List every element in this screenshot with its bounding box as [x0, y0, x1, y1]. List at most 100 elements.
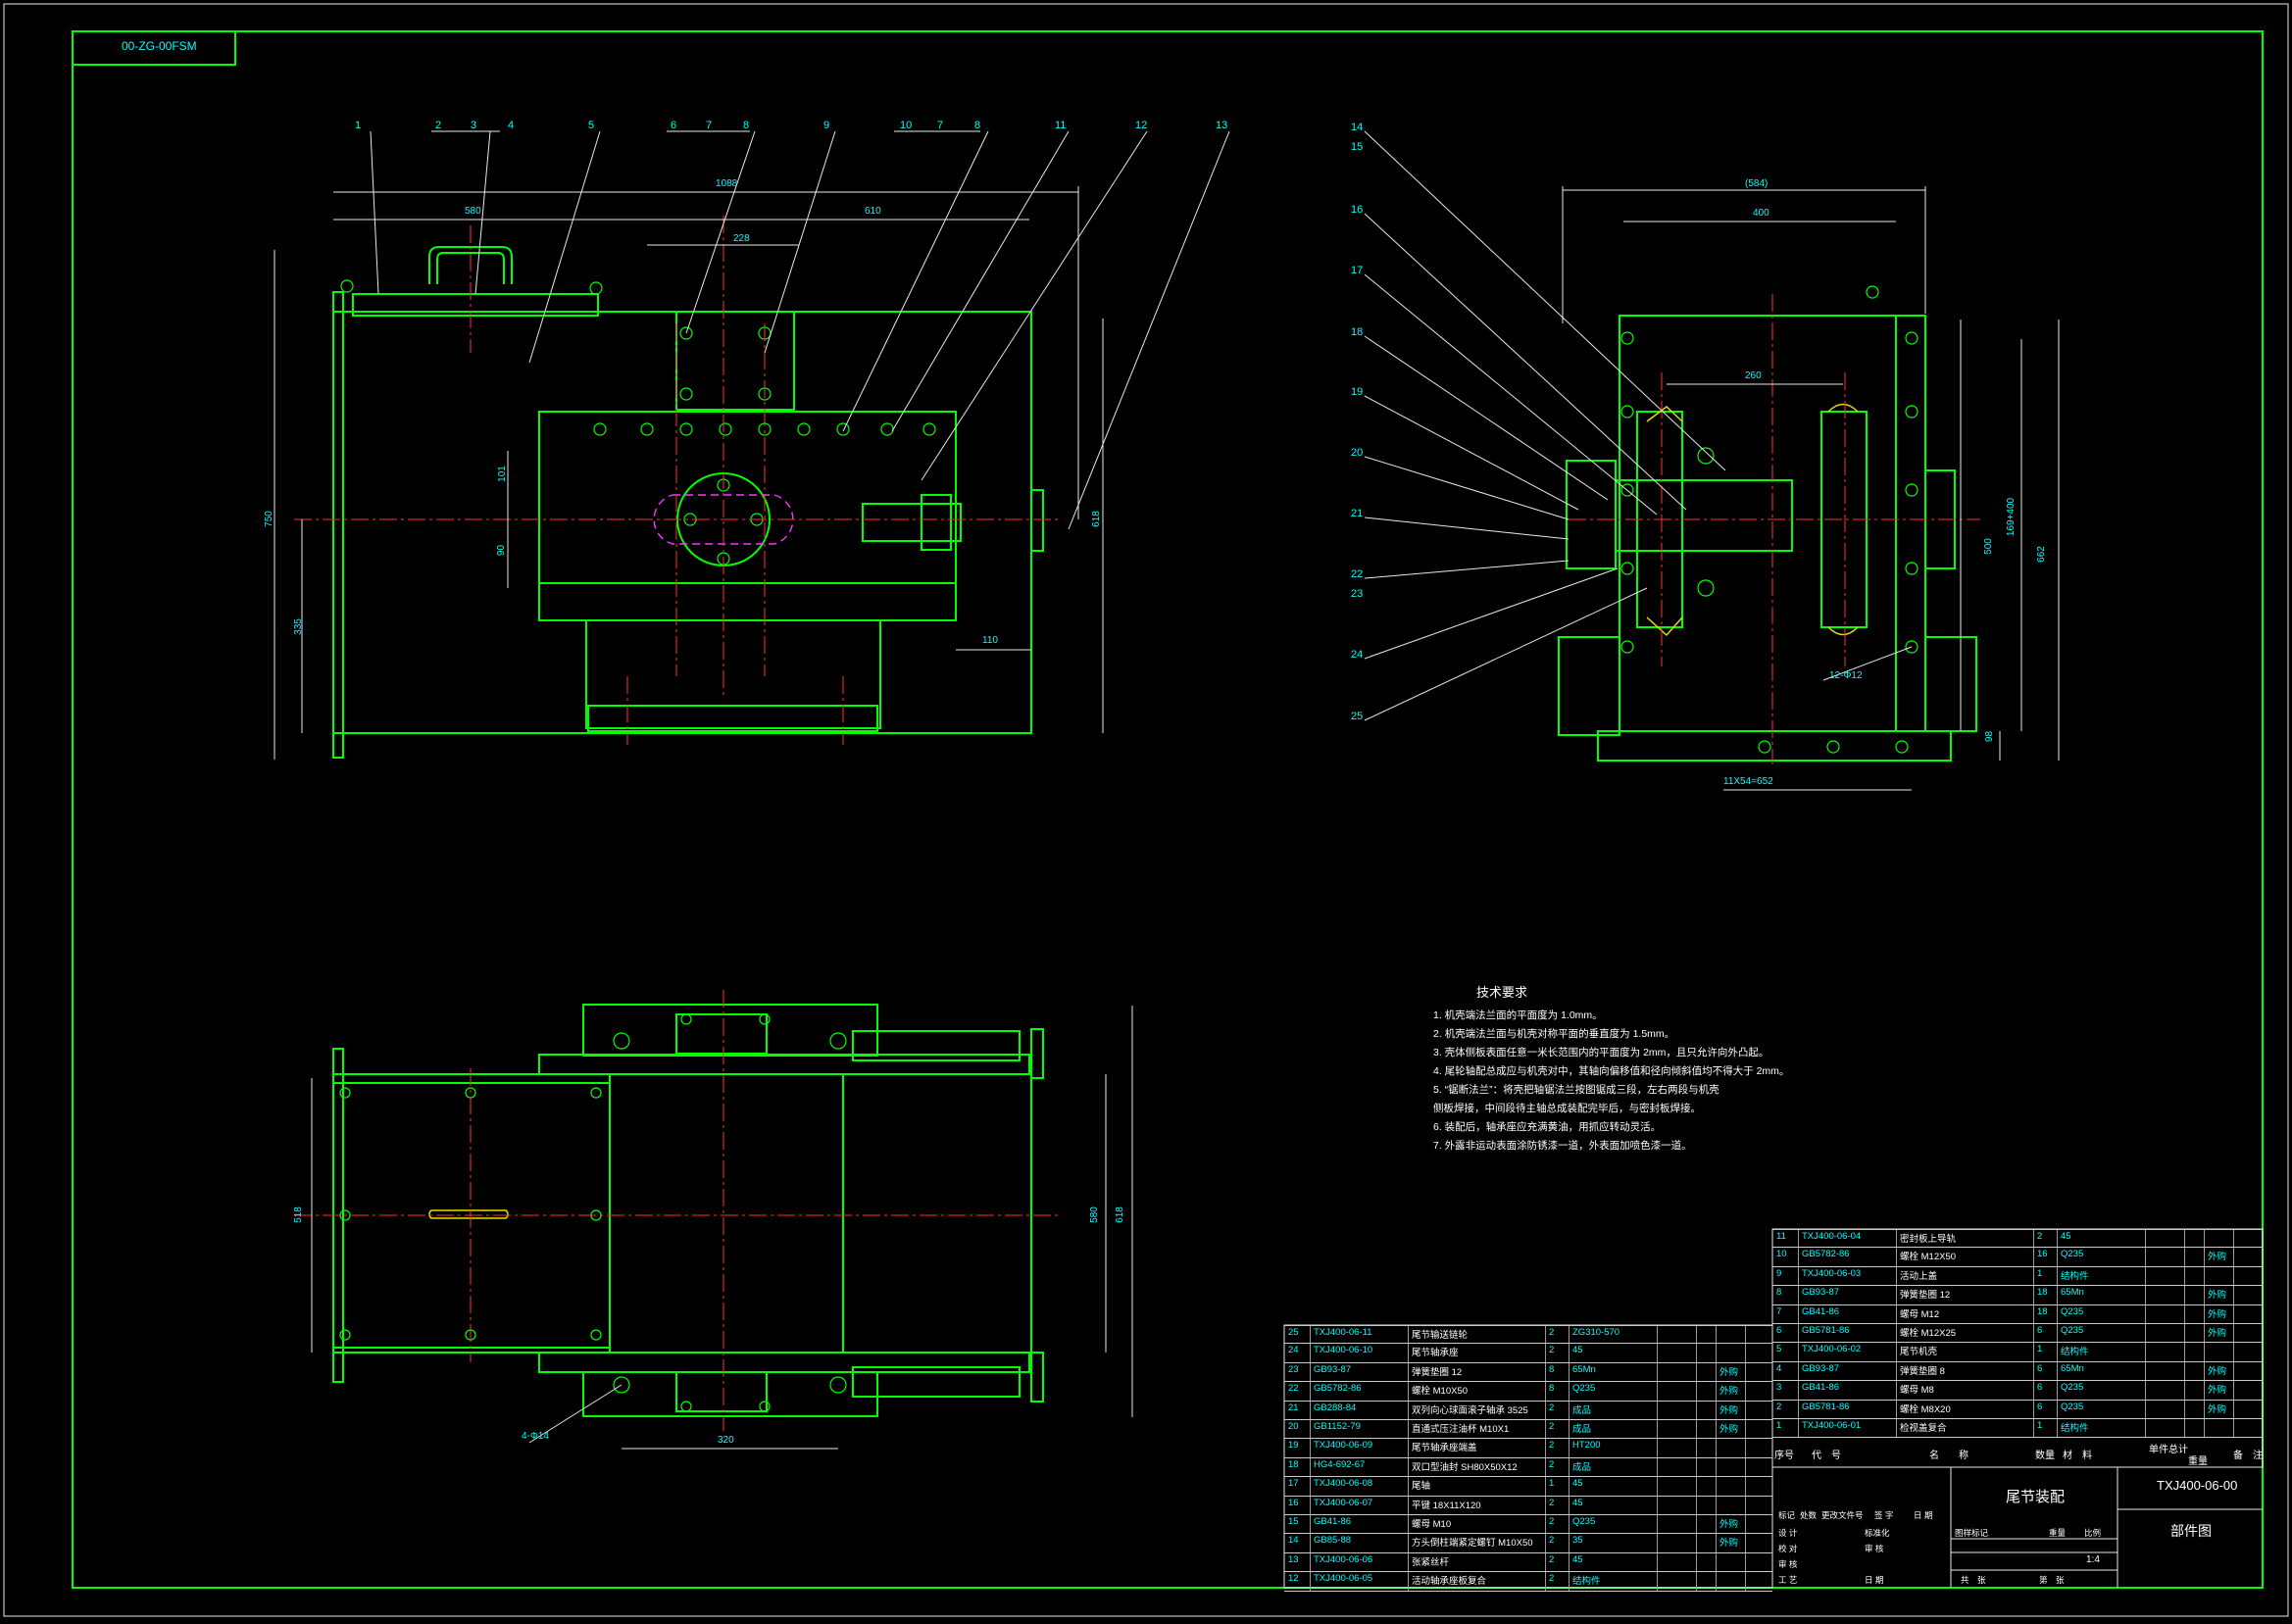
bom-cell: GB93-87 [1802, 1287, 1840, 1299]
bom-cell: 16 [1288, 1497, 1299, 1508]
dim-text: 110 [982, 635, 998, 646]
bom-divider [2204, 1419, 2205, 1438]
bom-cell: 6 [1776, 1325, 1782, 1336]
bom-divider [1657, 1534, 1658, 1552]
title-block-label: 日 期 [1914, 1510, 1933, 1520]
bom-cell: 外购 [2208, 1290, 2227, 1302]
bom-cell: 20 [1288, 1421, 1299, 1432]
bom-divider [1896, 1286, 1897, 1304]
bom-divider [2233, 1230, 2234, 1248]
bom-divider [1657, 1515, 1658, 1534]
bom-cell: GB93-87 [1802, 1362, 1840, 1374]
bom-divider [1545, 1326, 1546, 1344]
bom-divider [1696, 1420, 1697, 1439]
bom-divider [1798, 1286, 1799, 1304]
balloon: 22 [1351, 568, 1364, 580]
bom-cell: 外购 [2208, 1308, 2227, 1320]
bom-cell: 外购 [1719, 1519, 1739, 1530]
tech-line: 1. 机壳端法兰面的平面度为 1.0mm。 [1433, 1009, 1603, 1021]
title-block-label: 日 期 [1865, 1575, 1884, 1585]
balloon: 3 [471, 120, 477, 131]
title-block-label: 共 张 [1961, 1575, 1986, 1585]
dim-text: 1088 [716, 178, 738, 189]
bom-cell: 65Mn [2061, 1287, 2084, 1299]
bom-divider [1569, 1477, 1570, 1496]
bom-divider [1408, 1515, 1409, 1534]
bom-cell: 螺母 M10 [1412, 1519, 1452, 1530]
bom-cell: TXJ400-06-02 [1802, 1344, 1862, 1355]
bom-divider [1569, 1552, 1570, 1572]
bom-cell: 11 [1776, 1231, 1786, 1242]
bom-divider [1657, 1362, 1658, 1382]
tech-line: 6. 装配后，轴承座应充满黄油，用抓应转动灵活。 [1433, 1121, 1662, 1133]
balloon: 5 [588, 120, 595, 131]
bom-divider [2233, 1343, 2234, 1361]
bom-divider [1745, 1515, 1746, 1534]
bom-divider [1569, 1534, 1570, 1552]
bom-divider [1745, 1457, 1746, 1477]
bom-cell: 22 [1288, 1383, 1299, 1395]
bom-cell: 8 [1549, 1363, 1555, 1375]
bom-cell: 25 [1288, 1327, 1299, 1338]
bom-divider [2057, 1304, 2058, 1323]
bom-cell: TXJ400-06-01 [1802, 1420, 1862, 1431]
balloon: 19 [1351, 386, 1364, 398]
bom-divider [2204, 1304, 2205, 1323]
bom-divider [1545, 1439, 1546, 1457]
bom-cell: 2 [1549, 1327, 1555, 1338]
bom-divider [1896, 1381, 1897, 1400]
bom-divider [2033, 1419, 2034, 1438]
title-block-label: 比例 [2084, 1528, 2102, 1538]
title-block-label: 审 核 [1778, 1559, 1798, 1569]
bom-divider [1896, 1324, 1897, 1343]
bom-divider [2233, 1324, 2234, 1343]
bom-cell: TXJ400-06-04 [1802, 1231, 1862, 1242]
bom-divider [1896, 1400, 1897, 1418]
bom-cell: 9 [1776, 1267, 1782, 1279]
bom-cell: Q235 [1572, 1383, 1596, 1395]
bom-header-cell: 数量 [2035, 1451, 2055, 1461]
bom-divider [1745, 1420, 1746, 1439]
tech-line: 3. 壳体侧板表面任意一米长范围内的平面度为 2mm，且只允许向外凸起。 [1433, 1047, 1769, 1058]
bom-cell: TXJ400-06-10 [1314, 1345, 1373, 1356]
bom-divider [1696, 1344, 1697, 1362]
balloon: 16 [1351, 204, 1364, 216]
bom-cell: 外购 [2208, 1403, 2227, 1415]
balloon: 25 [1351, 711, 1364, 722]
bom-divider [2057, 1266, 2058, 1286]
bom-cell: Q235 [2061, 1382, 2084, 1394]
bom-divider [1545, 1457, 1546, 1477]
bom-divider [1408, 1534, 1409, 1552]
bom-divider [1896, 1266, 1897, 1286]
bom-cell: 结构件 [2061, 1423, 2089, 1434]
bom-divider [1408, 1477, 1409, 1496]
bom-divider [1569, 1496, 1570, 1514]
bom-cell: 5 [1776, 1344, 1782, 1355]
bom-header-cell: 材 料 [2063, 1451, 2092, 1461]
bom-cell: 15 [1288, 1516, 1299, 1527]
bom-divider [2033, 1343, 2034, 1361]
bom-divider [1545, 1572, 1546, 1591]
bom-divider [1716, 1477, 1717, 1496]
bom-header-row: 序号代 号名 称数量材 料单件总计重量备 注 [1772, 1441, 2263, 1467]
bom-divider [1716, 1362, 1717, 1382]
bom-divider [1716, 1326, 1717, 1344]
bom-divider [1545, 1534, 1546, 1552]
tech-requirements: 技术要求 1. 机壳端法兰面的平面度为 1.0mm。 2. 机壳端法兰面与机壳对… [1433, 982, 1789, 1156]
bom-cell: Q235 [1572, 1516, 1596, 1527]
bom-cell: 18 [1288, 1458, 1299, 1470]
bom-divider [1545, 1382, 1546, 1401]
bom-divider [1545, 1552, 1546, 1572]
bom-cell: 16 [2037, 1249, 2048, 1260]
bom-divider [2184, 1230, 2185, 1248]
bom-divider [1696, 1572, 1697, 1591]
bom-divider [2233, 1400, 2234, 1418]
bom-divider [2145, 1343, 2146, 1361]
